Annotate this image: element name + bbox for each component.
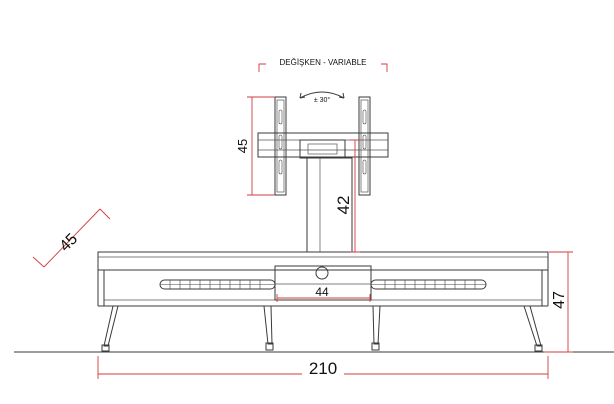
right-vertical-plate — [358, 96, 371, 196]
plate-slots — [278, 109, 367, 175]
dimension-bracket-height: 45 — [235, 96, 275, 196]
leg-inner-left — [263, 305, 273, 345]
rotation-label: ± 30° — [314, 96, 331, 104]
rotation-arrow-icon — [299, 91, 345, 99]
tv-bracket: ± 30° — [257, 91, 389, 196]
leg-right — [523, 305, 542, 347]
dimension-pole-height: 42 — [334, 139, 360, 253]
dimension-total-width: 210 — [97, 356, 549, 379]
center-width-label: 44 — [315, 285, 329, 299]
horizontal-arm — [257, 132, 389, 158]
depth-label: 45 — [57, 230, 82, 255]
dimension-center-width: 44 — [276, 285, 371, 302]
bracket-height-label: 45 — [235, 139, 250, 153]
left-vent-grille — [159, 279, 276, 290]
total-width-label: 210 — [309, 359, 337, 378]
right-vent-grille — [370, 279, 487, 290]
left-vertical-plate — [274, 96, 287, 196]
cable-hole — [315, 266, 329, 280]
arm-connector — [299, 139, 346, 159]
variable-label: DEĞİŞKEN - VARIABLE — [280, 58, 367, 67]
dimension-unit-height: 47 — [544, 251, 573, 353]
pole-height-label: 42 — [334, 196, 353, 215]
leg-inner-right — [372, 305, 381, 345]
dimension-variable-width: DEĞİŞKEN - VARIABLE — [258, 56, 388, 72]
cabinet-legs — [101, 305, 543, 352]
unit-height-label: 47 — [551, 291, 568, 309]
tv-cabinet — [97, 251, 549, 307]
leg-left — [103, 305, 119, 347]
